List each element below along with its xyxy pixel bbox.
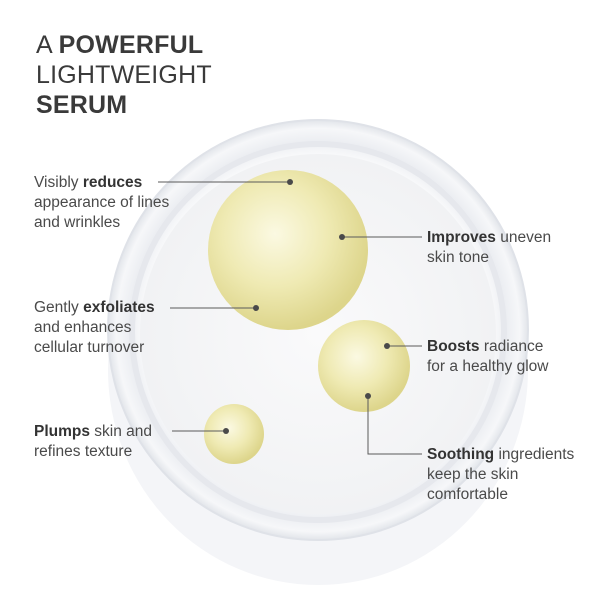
claim-boosts-strong: Boosts bbox=[427, 338, 480, 355]
claim-boosts-line-2: for a healthy glow bbox=[427, 358, 549, 375]
leader-dot-soothing bbox=[365, 393, 371, 399]
headline-prefix: A bbox=[36, 31, 52, 59]
headline-line-1: A POWERFUL bbox=[36, 30, 212, 60]
claim-improves: Improves uneven skin tone bbox=[427, 228, 551, 268]
claim-soothing-line-2: keep the skin bbox=[427, 466, 519, 483]
claim-exfoliates: Gently exfoliates and enhances cellular … bbox=[34, 298, 155, 358]
dish-rim-inner bbox=[129, 141, 507, 523]
claim-plumps-strong: Plumps bbox=[34, 423, 90, 440]
claim-reduces-line-2: appearance of lines bbox=[34, 194, 170, 211]
claim-reduces: Visibly reduces appearance of lines and … bbox=[34, 173, 169, 233]
claim-soothing-post: ingredients bbox=[498, 446, 575, 463]
claim-plumps-post: skin and bbox=[94, 423, 153, 440]
claim-exfoliates-pre: Gently bbox=[34, 299, 79, 316]
serum-drop-medium bbox=[318, 320, 410, 412]
headline: A POWERFUL LIGHTWEIGHT SERUM bbox=[36, 30, 212, 120]
claim-improves-line-2: skin tone bbox=[427, 249, 490, 266]
leader-dot-reduces bbox=[287, 179, 293, 185]
claim-exfoliates-line-2: and enhances bbox=[34, 319, 132, 336]
serum-drop-small bbox=[204, 404, 264, 464]
claim-reduces-pre: Visibly bbox=[34, 174, 79, 191]
leader-soothing bbox=[367, 396, 422, 455]
claim-exfoliates-strong: exfoliates bbox=[83, 299, 155, 316]
headline-strong-1: POWERFUL bbox=[58, 31, 204, 59]
headline-line-2: LIGHTWEIGHT bbox=[36, 61, 212, 89]
claim-soothing-line-3: comfortable bbox=[427, 486, 508, 503]
leader-dot-boosts bbox=[384, 343, 390, 349]
serum-drop-large bbox=[208, 170, 368, 330]
claim-reduces-line-3: and wrinkles bbox=[34, 214, 121, 231]
leader-dot-exfoliates bbox=[253, 305, 259, 311]
claim-reduces-strong: reduces bbox=[82, 174, 143, 191]
claim-plumps-line-2: refines texture bbox=[34, 443, 133, 460]
claim-boosts: Boosts radiance for a healthy glow bbox=[427, 337, 549, 377]
claim-improves-post: uneven bbox=[500, 229, 552, 246]
claim-soothing: Soothing ingredients keep the skin comfo… bbox=[427, 445, 574, 505]
leader-dot-plumps bbox=[223, 428, 229, 434]
claim-plumps: Plumps skin and refines texture bbox=[34, 422, 152, 462]
claim-boosts-post: radiance bbox=[483, 338, 544, 355]
headline-line-3: SERUM bbox=[36, 91, 128, 119]
claim-exfoliates-line-3: cellular turnover bbox=[34, 339, 145, 356]
leader-dot-improves bbox=[339, 234, 345, 240]
claim-improves-strong: Improves bbox=[427, 229, 496, 246]
claim-soothing-strong: Soothing bbox=[427, 446, 495, 463]
